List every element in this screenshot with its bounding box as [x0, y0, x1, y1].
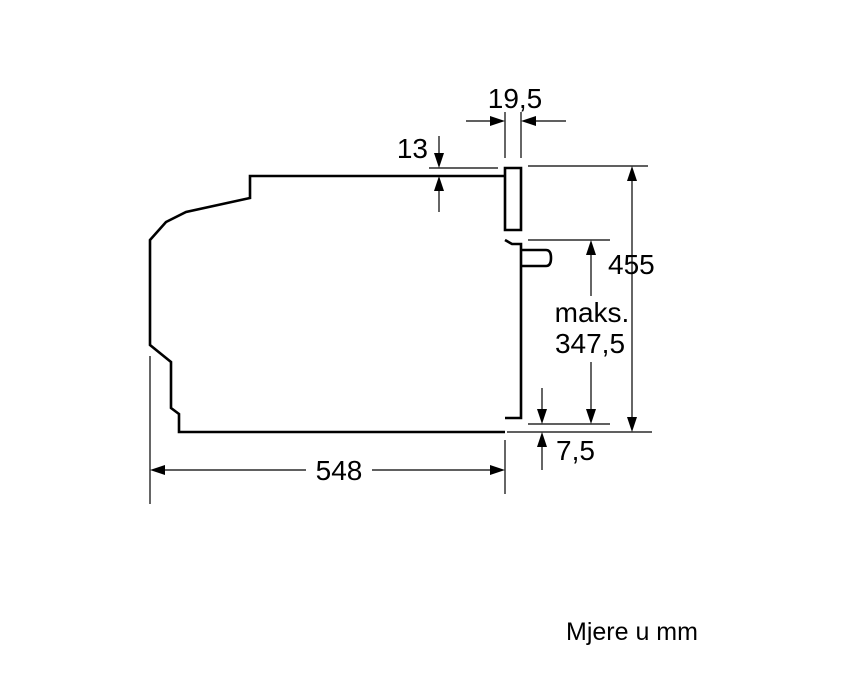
- front-panel-top: [503, 166, 523, 232]
- appliance-body-outline: [148, 174, 505, 434]
- front-panel-lower: [504, 238, 523, 420]
- height-arrow-down: [627, 417, 637, 432]
- depth-label: 548: [316, 455, 363, 486]
- units-note: Mjere u mm: [566, 618, 698, 646]
- depth-arrow-right: [490, 465, 505, 475]
- door-handle: [521, 248, 553, 268]
- depth-arrow-left: [150, 465, 165, 475]
- panel-thickness-arrow-left: [490, 116, 505, 126]
- bottom-offset-arrow-down: [537, 409, 547, 424]
- panel-thickness-arrow-right: [521, 116, 536, 126]
- height-label: 455: [608, 249, 655, 280]
- max-height-arrow-down: [586, 409, 596, 424]
- top-offset-arrow-up: [434, 176, 444, 191]
- max-label: maks.: [555, 297, 630, 328]
- max-height-label: 347,5: [555, 328, 625, 359]
- bottom-offset-arrow-up: [537, 432, 547, 447]
- bottom-offset-label: 7,5: [556, 435, 595, 466]
- panel-thickness-label: 19,5: [488, 83, 543, 114]
- max-height-arrow-up: [586, 240, 596, 255]
- top-offset-arrow-down: [434, 153, 444, 168]
- top-offset-label: 13: [397, 133, 428, 164]
- height-arrow-up: [627, 166, 637, 181]
